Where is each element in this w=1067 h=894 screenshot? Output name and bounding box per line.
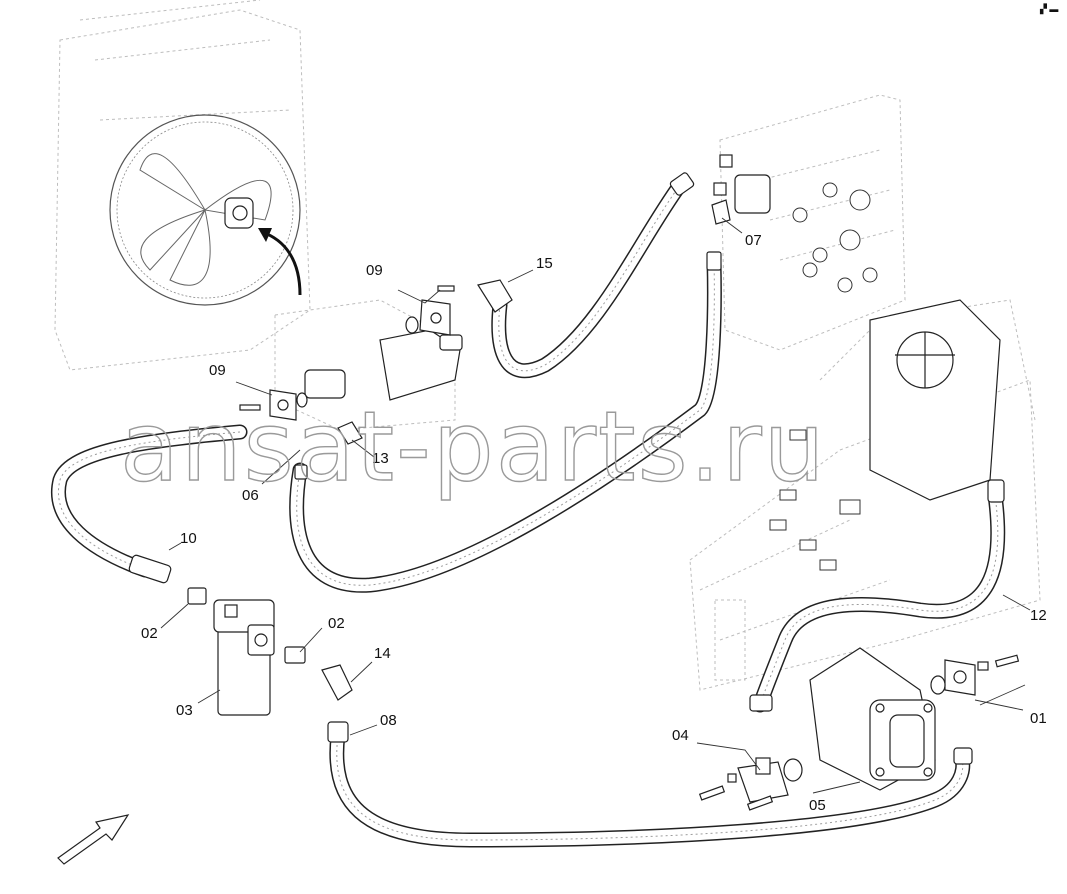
- callout-03: 03: [176, 702, 193, 719]
- part-05-gear-pump: [809, 647, 936, 791]
- radiator-fan-assembly: [54, 0, 311, 371]
- part-02-fitting-b: [284, 646, 306, 664]
- leader-lines: [160, 217, 1031, 794]
- part-09-flange-kit-upper: [405, 285, 455, 336]
- watermark: ansat-parts.ru: [120, 391, 827, 503]
- callout-09-lower: 09: [209, 362, 226, 379]
- callout-02-left: 02: [141, 625, 158, 642]
- hose-08: [327, 721, 973, 848]
- part-07-elbow: [711, 199, 731, 225]
- hose-15: [477, 172, 695, 379]
- part-09-flange-kit-lower: [239, 389, 308, 421]
- part-04-flange-kit: [698, 757, 803, 811]
- callout-07: 07: [745, 232, 762, 249]
- part-13-elbow: [337, 421, 363, 445]
- hose-06: [289, 251, 722, 593]
- callout-02-right: 02: [328, 615, 345, 632]
- callout-04: 04: [672, 727, 689, 744]
- callout-05: 05: [809, 797, 826, 814]
- valve-block-ghost: [713, 94, 906, 351]
- part-03-filter: [213, 599, 275, 716]
- callout-06: 06: [242, 487, 259, 504]
- callout-14: 14: [374, 645, 391, 662]
- hose-10: [51, 424, 248, 584]
- part-01-flange-kit: [930, 654, 1020, 696]
- part-02-fitting-a: [187, 587, 207, 605]
- callout-13: 13: [372, 450, 389, 467]
- hose-12: [749, 479, 1006, 713]
- corner-mark: ▞ ▬: [1039, 3, 1058, 15]
- callout-labels: 01 02 02 03 04 05 06 07 08 09 09 10 12 1…: [141, 232, 1047, 814]
- callout-01: 01: [1030, 710, 1047, 727]
- callout-10: 10: [180, 530, 197, 547]
- transmission-housing-ghost: [689, 299, 1041, 691]
- part-14-elbow: [321, 664, 353, 701]
- callout-08: 08: [380, 712, 397, 729]
- direction-arrow: [57, 814, 130, 865]
- callout-15: 15: [536, 255, 553, 272]
- callout-09-upper: 09: [366, 262, 383, 279]
- pump-bracket-ghost: [274, 299, 463, 431]
- callout-12: 12: [1030, 607, 1047, 624]
